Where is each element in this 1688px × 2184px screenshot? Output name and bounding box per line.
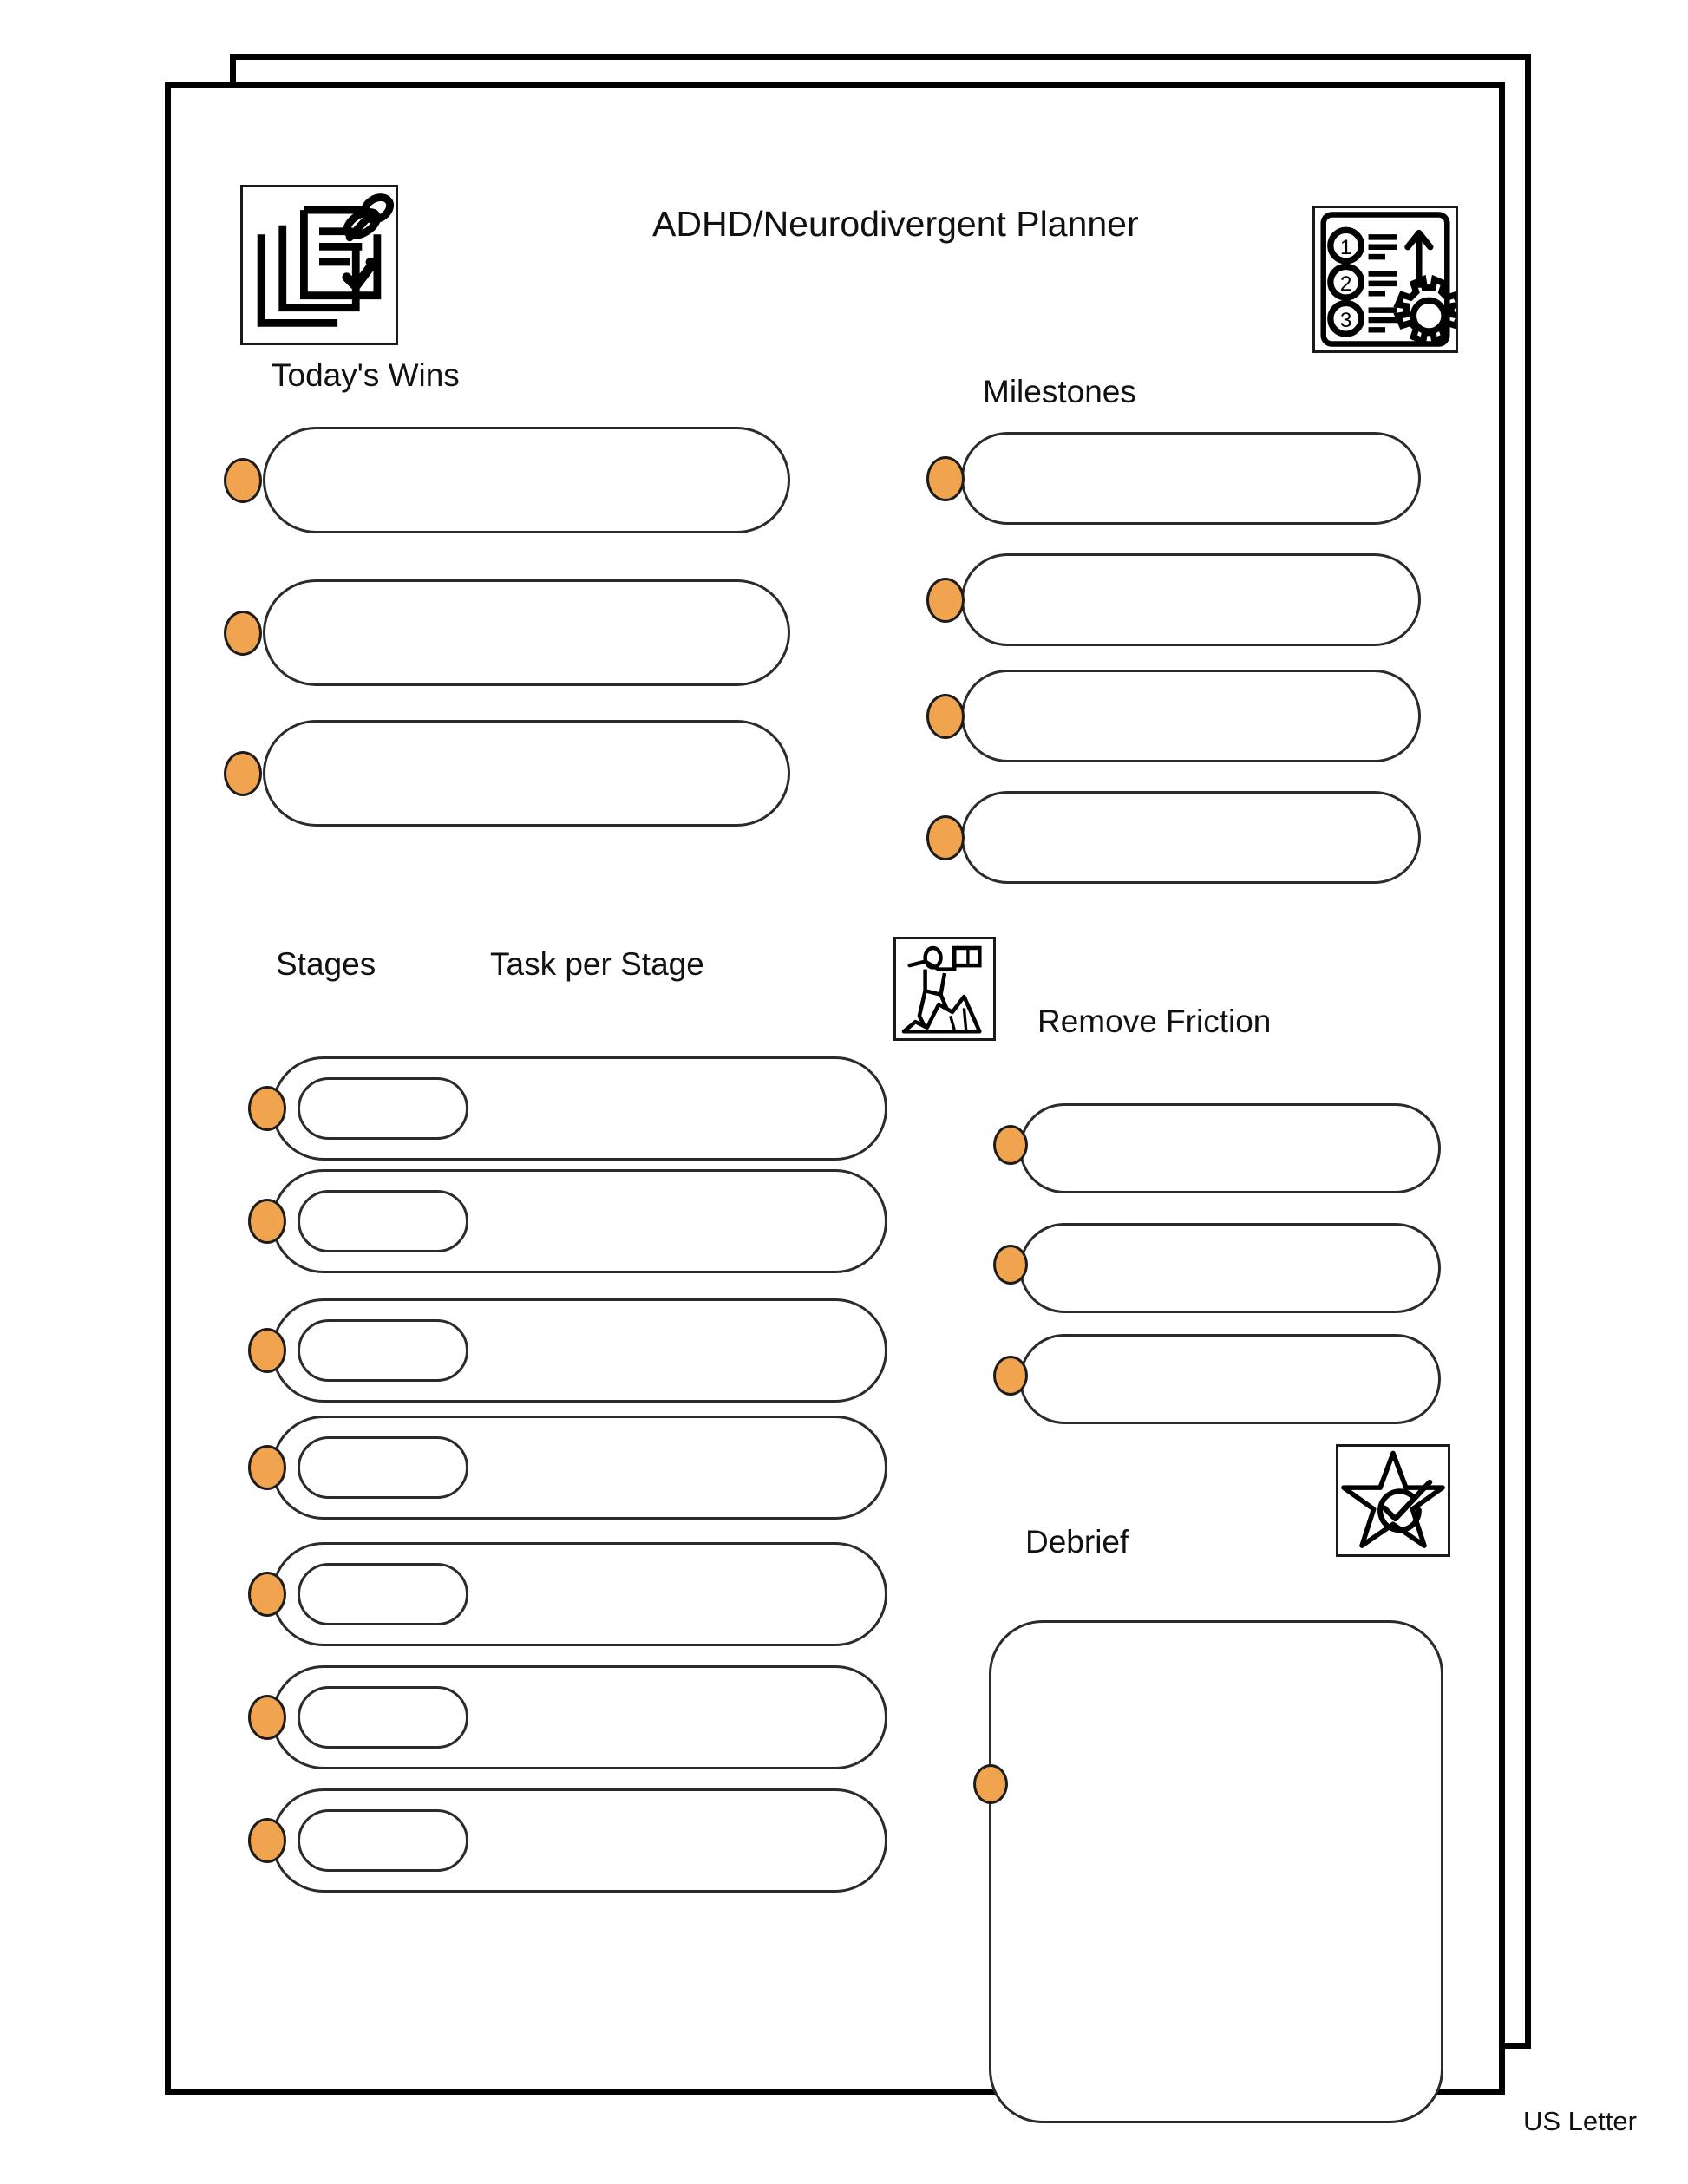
remove-friction-bullet-1: [993, 1125, 1028, 1165]
milestones-bullet-2: [926, 578, 965, 623]
star-check-icon: [1336, 1444, 1450, 1557]
stage-name-field-6[interactable]: [298, 1686, 468, 1749]
debrief-bullet: [973, 1764, 1008, 1804]
milestones-field-1[interactable]: [961, 432, 1421, 525]
section-heading-todays-wins: Today's Wins: [272, 357, 460, 393]
numbered-list-gear-icon: 1 2 3: [1312, 206, 1458, 353]
clipboard-checklist-pin-icon: [240, 185, 398, 345]
stage-bullet-7: [248, 1818, 286, 1863]
remove-friction-bullet-3: [993, 1356, 1028, 1396]
debrief-field[interactable]: [989, 1620, 1443, 2123]
section-heading-remove-friction: Remove Friction: [1037, 1004, 1272, 1039]
section-heading-debrief: Debrief: [1025, 1524, 1129, 1560]
todays-wins-bullet-2: [224, 611, 262, 656]
milestones-bullet-3: [926, 694, 965, 739]
milestones-bullet-1: [926, 456, 965, 501]
svg-text:3: 3: [1340, 309, 1352, 332]
column-heading-task-per-stage: Task per Stage: [490, 946, 704, 982]
remove-friction-field-1[interactable]: [1019, 1103, 1441, 1193]
paper-size-label: US Letter: [1523, 2106, 1637, 2136]
remove-friction-bullet-2: [993, 1245, 1028, 1285]
stage-bullet-6: [248, 1695, 286, 1740]
stage-name-field-3[interactable]: [298, 1319, 468, 1382]
milestones-field-3[interactable]: [961, 670, 1421, 762]
milestones-field-2[interactable]: [961, 553, 1421, 646]
todays-wins-field-1[interactable]: [263, 427, 790, 533]
page-title: ADHD/Neurodivergent Planner: [652, 204, 1139, 244]
stage-name-field-5[interactable]: [298, 1563, 468, 1625]
section-heading-milestones: Milestones: [983, 374, 1136, 409]
milestones-bullet-4: [926, 815, 965, 860]
todays-wins-field-3[interactable]: [263, 720, 790, 827]
column-heading-stages: Stages: [276, 946, 376, 982]
milestones-field-4[interactable]: [961, 791, 1421, 884]
stage-name-field-4[interactable]: [298, 1436, 468, 1499]
remove-friction-field-3[interactable]: [1019, 1334, 1441, 1424]
stage-bullet-5: [248, 1572, 286, 1617]
todays-wins-field-2[interactable]: [263, 579, 790, 686]
stage-name-field-1[interactable]: [298, 1077, 468, 1140]
stage-bullet-2: [248, 1199, 286, 1244]
todays-wins-bullet-1: [224, 458, 262, 503]
mountain-climber-flag-icon: [893, 937, 996, 1041]
remove-friction-field-2[interactable]: [1019, 1223, 1441, 1313]
stage-bullet-1: [248, 1086, 286, 1131]
stage-bullet-3: [248, 1328, 286, 1373]
stage-name-field-7[interactable]: [298, 1809, 468, 1872]
todays-wins-bullet-3: [224, 751, 262, 796]
svg-text:2: 2: [1340, 272, 1352, 296]
stage-name-field-2[interactable]: [298, 1190, 468, 1252]
stage-bullet-4: [248, 1445, 286, 1490]
svg-text:1: 1: [1340, 236, 1352, 259]
